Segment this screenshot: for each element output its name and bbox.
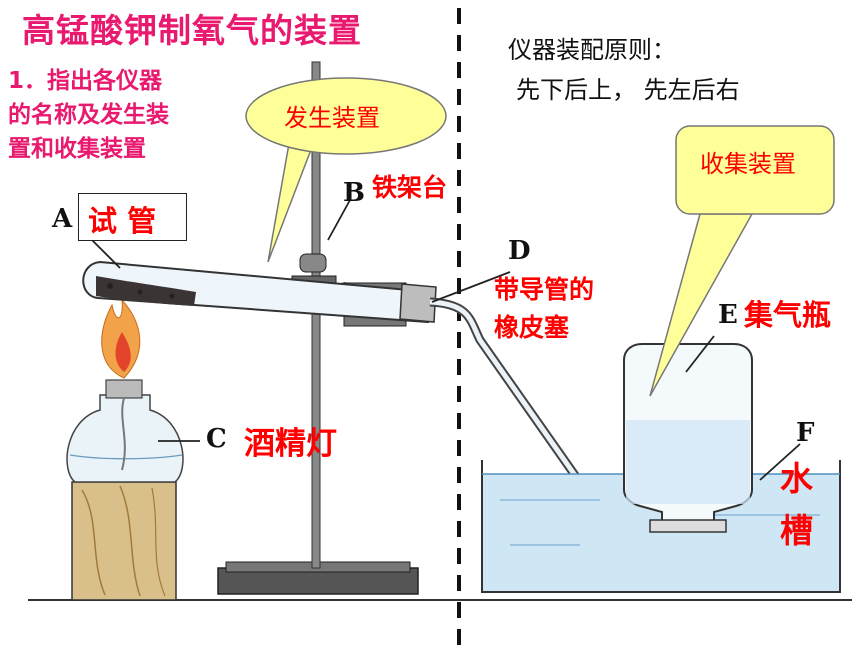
part-b-letter: B — [343, 178, 365, 208]
part-b-label: 铁架台 — [372, 173, 448, 202]
part-a-label-box — [78, 193, 187, 241]
part-e-label: 集气瓶 — [744, 298, 832, 332]
part-f-label-line2: 槽 — [780, 511, 813, 550]
leader-line-e — [685, 335, 715, 373]
leader-line-f — [759, 443, 801, 481]
leader-line-d — [431, 271, 511, 303]
part-d-letter: D — [508, 236, 531, 266]
part-d-label-line2: 橡皮塞 — [494, 313, 570, 342]
gas-jar — [623, 343, 753, 533]
alcohol-lamp — [66, 298, 184, 483]
principle-rule: 先下后上， 先左后右 — [516, 76, 740, 104]
part-c-letter: C — [206, 424, 227, 454]
test-tube — [82, 260, 437, 324]
instruction-line-1: 1．指出各仪器 — [8, 68, 163, 94]
collector-callout-text: 收集装置 — [700, 150, 796, 178]
principle-heading: 仪器装配原则： — [508, 36, 676, 64]
instruction-line-3: 置和收集装置 — [8, 136, 146, 162]
page-title: 高锰酸钾制氧气的装置 — [22, 11, 362, 50]
leader-line-b — [327, 199, 351, 241]
collector-callout-bubble — [649, 125, 835, 397]
wooden-block — [71, 481, 177, 601]
instruction-line-2: 的名称及发生装 — [8, 102, 169, 128]
part-d-label-line1: 带导管的 — [494, 275, 595, 304]
part-a-letter: A — [52, 204, 73, 234]
part-f-label-line1: 水 — [780, 459, 813, 498]
part-e-letter: E — [718, 300, 738, 330]
generator-callout-text: 发生装置 — [284, 104, 380, 132]
part-f-letter: F — [796, 418, 815, 448]
part-a-label: 试 管 — [88, 204, 157, 238]
part-c-label: 酒精灯 — [244, 426, 337, 462]
water-trough — [481, 460, 841, 593]
generator-callout-bubble — [245, 77, 447, 263]
